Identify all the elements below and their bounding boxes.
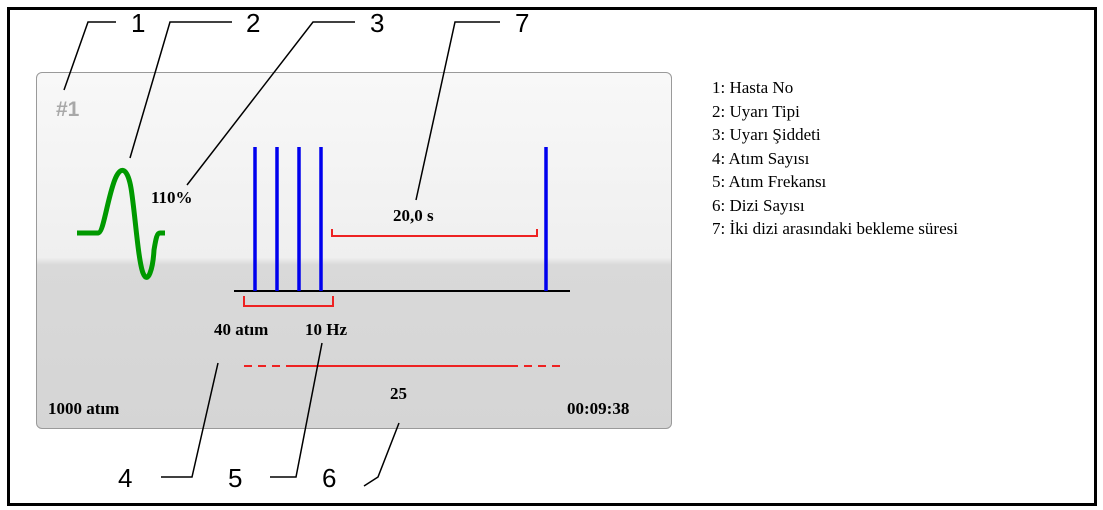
callout-leader-2 <box>129 21 232 159</box>
duration-label: 00:09:38 <box>567 399 630 418</box>
callout-leader-4 <box>161 362 219 478</box>
callout-leader-7 <box>415 21 500 201</box>
callout-number-2: 2 <box>246 8 261 38</box>
legend-list: 1: Hasta No 2: Uyarı Tipi 3: Uyarı Şidde… <box>712 76 958 241</box>
pulse-count-label: 40 atım <box>214 320 269 339</box>
callout-leader-6 <box>363 422 400 487</box>
legend-item: 1: Hasta No <box>712 78 794 97</box>
callout-leader-1 <box>63 21 116 91</box>
intensity-label: 110% <box>151 188 193 207</box>
legend-item: 7: İki dizi arasındaki bekleme süresi <box>712 219 958 238</box>
callout-number-5: 5 <box>228 463 243 493</box>
total-pulses-label: 1000 atım <box>48 399 120 418</box>
stimulation-panel <box>36 72 672 429</box>
wait-time-label: 20,0 s <box>393 206 434 225</box>
callout-number-3: 3 <box>370 8 385 38</box>
callout-leader-3 <box>186 21 355 186</box>
patient-number: #1 <box>56 98 80 121</box>
wait-time-bracket <box>331 229 538 237</box>
sine-wave-icon <box>77 167 165 280</box>
train-count-label: 25 <box>390 384 407 403</box>
frequency-label: 10 Hz <box>305 320 348 339</box>
legend-item: 3: Uyarı Şiddeti <box>712 125 821 144</box>
callout-number-6: 6 <box>322 463 337 493</box>
legend-item: 2: Uyarı Tipi <box>712 101 800 121</box>
callout-number-1: 1 <box>131 8 146 38</box>
callout-number-7: 7 <box>515 8 530 38</box>
legend-item: 6: Dizi Sayısı <box>712 195 805 215</box>
pulse-count-bracket <box>243 296 334 307</box>
legend-item: 5: Atım Frekansı <box>712 172 827 191</box>
callout-number-4: 4 <box>118 463 133 493</box>
callout-leader-5 <box>270 342 323 478</box>
legend-item: 4: Atım Sayısı <box>712 148 810 168</box>
